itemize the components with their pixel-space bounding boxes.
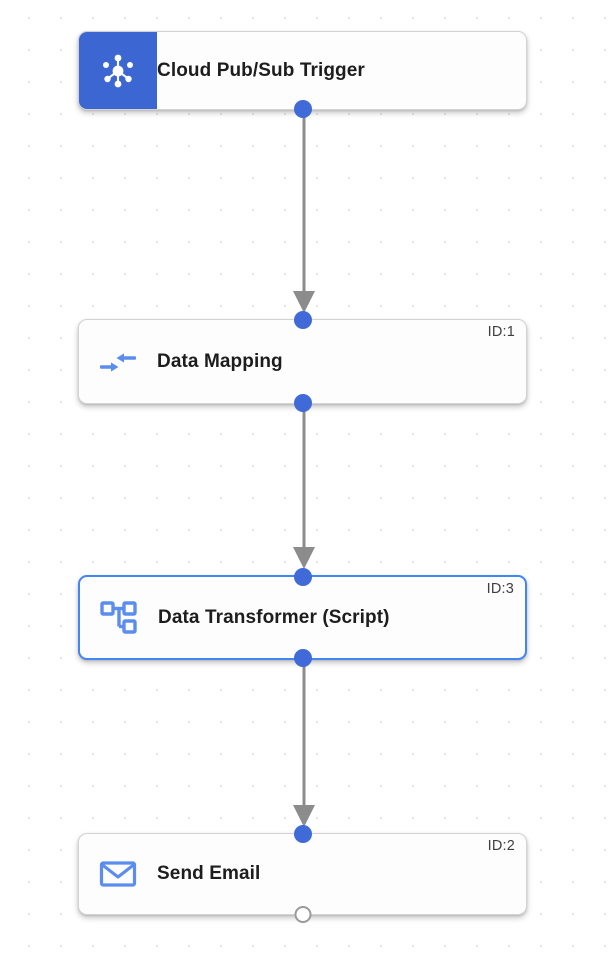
output-port[interactable] [293,394,312,412]
pubsub-hub-spoke-icon [79,32,157,109]
node-id-badge: ID:2 [487,838,515,854]
input-port[interactable] [293,825,312,843]
merge-arrows-icon [79,320,157,403]
hierarchy-tree-icon [80,577,158,658]
envelope-icon [79,834,157,914]
node-label: Cloud Pub/Sub Trigger [157,59,365,81]
edge-trigger-to-data-mapping [293,114,315,313]
workflow-node-data-transformer-script[interactable]: Data Transformer (Script) ID:3 [78,568,527,667]
node-id-badge: ID:1 [487,324,515,340]
node-label: Data Transformer (Script) [158,606,390,628]
output-port[interactable] [293,100,312,118]
node-id-badge: ID:3 [486,581,514,597]
output-port[interactable] [293,649,312,667]
node-label: Data Mapping [157,350,283,372]
workflow-node-data-mapping[interactable]: Data Mapping ID:1 [78,311,527,412]
input-port[interactable] [293,568,312,586]
workflow-node-cloud-pubsub-trigger[interactable]: Cloud Pub/Sub Trigger [78,31,527,118]
output-port-unconnected[interactable] [294,906,311,923]
edge-data-mapping-to-data-transformer [293,404,315,569]
node-label: Send Email [157,863,261,884]
input-port[interactable] [293,311,312,329]
workflow-node-send-email[interactable]: Send Email ID:2 [78,825,527,923]
edge-data-transformer-to-send-email [293,660,315,827]
